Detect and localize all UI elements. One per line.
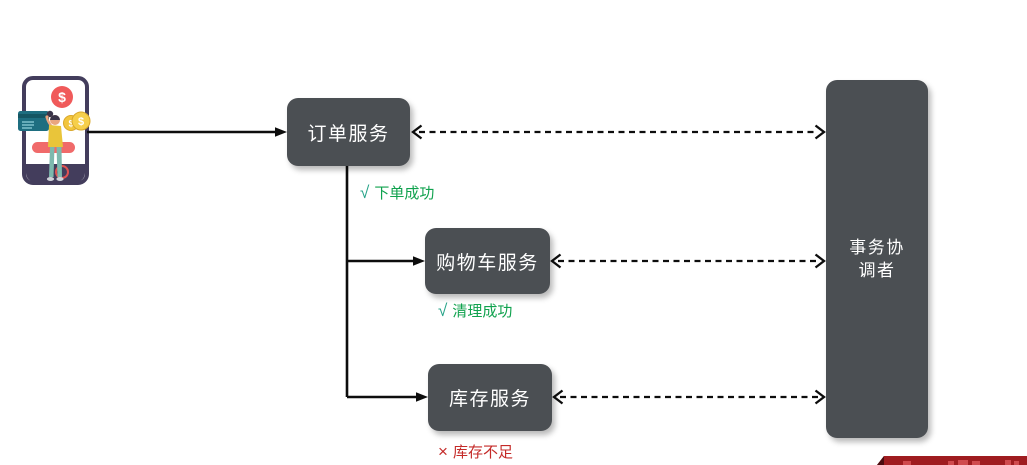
mobile-payment-illustration: $ $ $ [18,76,91,185]
watermark-ribbon [877,456,1027,465]
dollar-badge-icon: $ [51,86,73,108]
node-cart-service-label: 购物车服务 [436,252,539,274]
status-inventory-fail-label: 库存不足 [452,444,513,461]
check-icon: √ [438,301,448,320]
phone-icon [22,76,89,185]
credit-card-icon [18,111,49,131]
svg-text:$: $ [68,119,73,129]
client-order-arrow [87,127,287,137]
node-transaction-coordinator-label: 事务协 调者 [849,238,905,280]
order-coordinator-dashed-arrow [411,124,826,140]
person-figure [45,110,64,181]
status-order-success-label: 下单成功 [374,185,435,202]
status-cart-success: √ 清理成功 [438,300,512,321]
status-inventory-fail: × 库存不足 [438,441,513,462]
node-order-service: 订单服务 [287,98,410,166]
cart-coordinator-dashed-arrow [550,253,826,269]
inventory-coordinator-dashed-arrow [552,389,826,405]
node-inventory-service-label: 库存服务 [448,389,531,410]
watermark-text-fragment [903,460,1019,465]
node-cart-service: 购物车服务 [425,228,550,294]
status-cart-success-label: 清理成功 [452,303,513,320]
node-inventory-service: 库存服务 [428,364,552,431]
dollar-sign: $ [58,89,66,105]
cross-icon: × [438,442,448,461]
svg-text:$: $ [78,116,84,128]
coins-icon: $ $ [63,111,91,131]
node-transaction-coordinator: 事务协 调者 [826,80,928,438]
status-order-success: √ 下单成功 [360,182,434,203]
node-order-service-label: 订单服务 [307,123,390,145]
check-icon: √ [360,183,370,202]
